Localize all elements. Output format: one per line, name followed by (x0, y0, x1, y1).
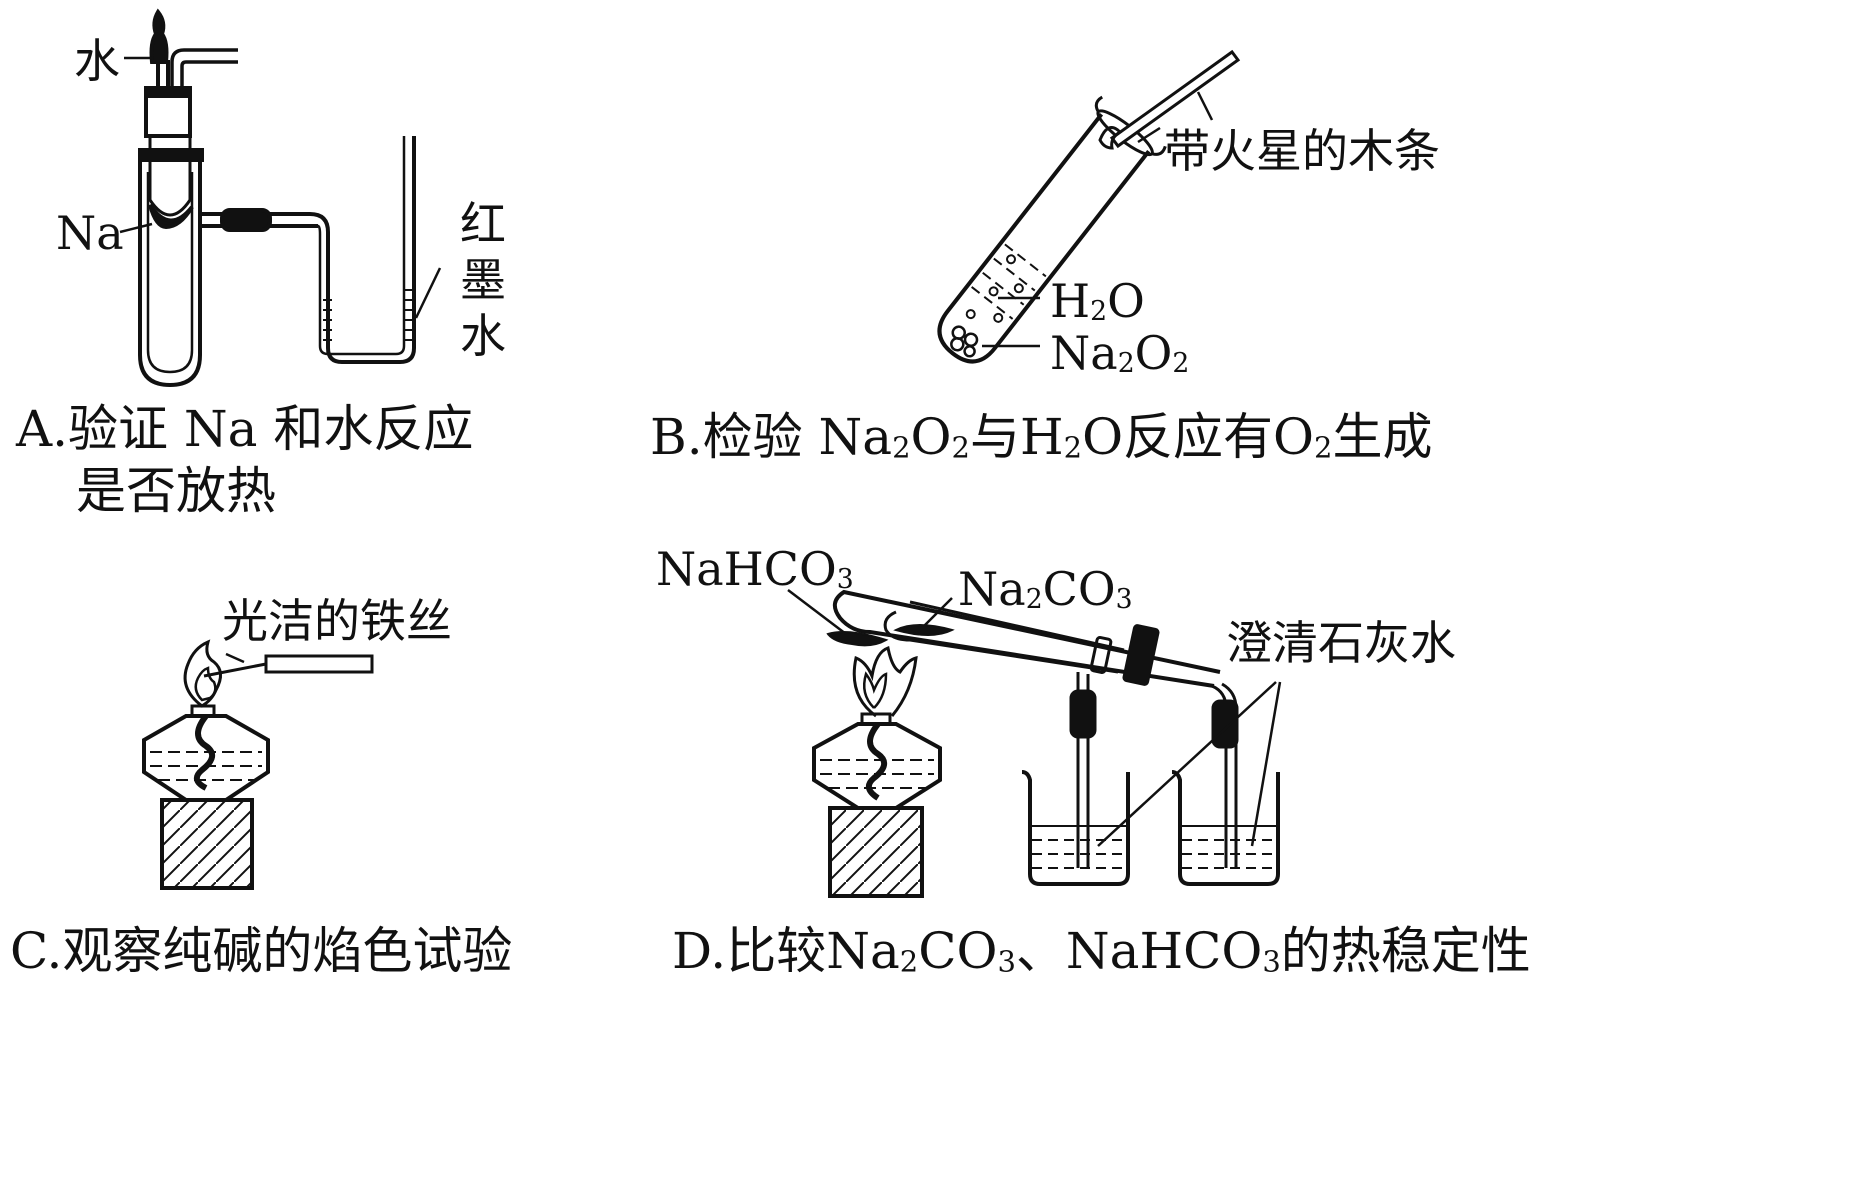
wick (193, 714, 215, 791)
label-na2o2: Na2O2 (1050, 326, 1190, 380)
apparatus-drawings (119, 8, 1282, 898)
label-iron-wire: 光洁的铁丝 (222, 594, 452, 648)
sodium-lump (148, 203, 194, 230)
limewater-levels (1032, 825, 1276, 869)
reaction-tube (138, 160, 202, 388)
panel-a-apparatus (119, 8, 442, 388)
caption-a-letter: A. (16, 400, 69, 458)
rubber-joint-right (1211, 699, 1239, 749)
beaker-left (1021, 770, 1130, 886)
outlet-tube (170, 48, 238, 98)
caption-a-line1: A.验证 Na 和水反应 (16, 404, 473, 454)
lamp-stand (160, 798, 254, 890)
rubber-joint (220, 208, 272, 232)
dropper-bulb (149, 8, 169, 64)
caption-d: D.比较Na2CO3、NaHCO3的热稳定性 (672, 922, 1531, 980)
label-water: 水 (74, 34, 120, 88)
na2co3-solid (893, 624, 955, 636)
sodium-peroxide-solid (950, 325, 979, 358)
test-tube (937, 113, 1151, 364)
gas-bubbles (965, 254, 1024, 323)
label-splint: 带火星的木条 (1164, 124, 1440, 178)
label-sodium: Na (56, 206, 124, 260)
caption-a-line2: 是否放热 (76, 462, 276, 520)
wire-handle (264, 654, 374, 674)
inner-test-tube (883, 600, 1125, 674)
panel-b-apparatus (937, 49, 1241, 364)
rubber-joint-left (1069, 689, 1097, 739)
panel-d-apparatus (787, 589, 1282, 898)
label-limewater: 澄清石灰水 (1226, 616, 1456, 670)
caption-c-letter: C. (10, 922, 63, 980)
glowing-splint (1109, 49, 1241, 149)
label-nahco3: NaHCO3 (656, 542, 854, 596)
caption-c: C.观察纯碱的焰色试验 (10, 926, 512, 976)
flame-d (852, 646, 918, 718)
caption-b-letter: B. (650, 408, 703, 466)
caption-b: B.检验 Na2O2与H2O反应有O2生成 (650, 408, 1433, 466)
figure-stage: 水 Na 红墨水 A.验证 Na 和水反应 是否放热 带火星的木条 H2O Na… (10, 8, 1531, 980)
label-na2co3: Na2CO3 (958, 562, 1133, 616)
caption-c-text: 观察纯碱的焰色试验 (62, 922, 513, 980)
outer-test-tube (832, 589, 1221, 688)
label-h2o: H2O (1050, 274, 1145, 328)
panel-c-apparatus (142, 639, 374, 890)
u-tube (309, 136, 416, 364)
iron-wire (203, 662, 267, 678)
red-ink-levels (323, 289, 414, 355)
wick-d (865, 722, 887, 801)
lamp-stand-d (828, 806, 924, 898)
label-red-ink: 红墨水 (460, 197, 506, 363)
beaker-right (1171, 770, 1280, 886)
nahco3-solid (826, 631, 889, 647)
caption-d-letter: D. (672, 922, 727, 980)
caption-a-text: 验证 Na 和水反应 (68, 400, 474, 458)
water-level (971, 243, 1047, 320)
